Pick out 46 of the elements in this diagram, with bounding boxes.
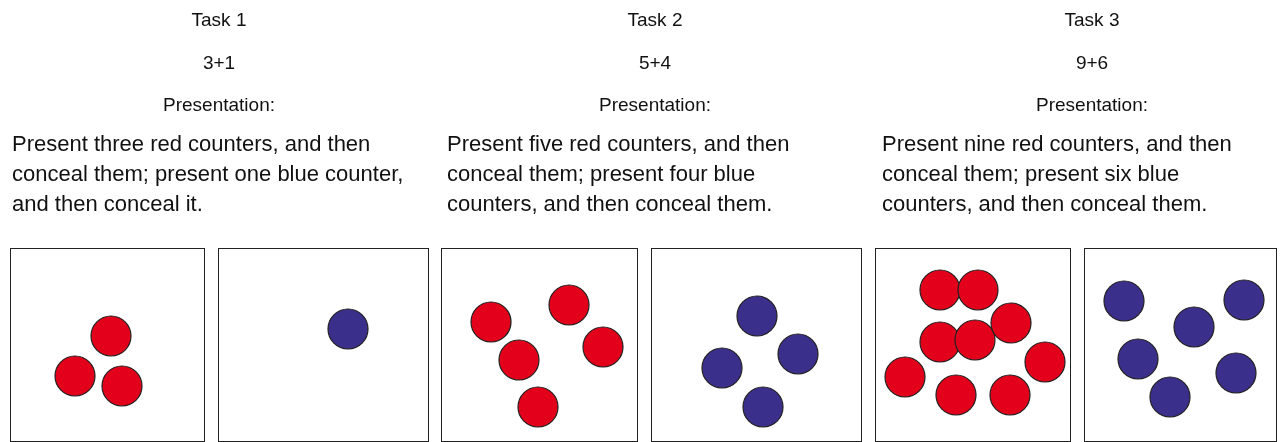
counter xyxy=(498,339,540,381)
counter-panel xyxy=(651,248,862,442)
counter xyxy=(884,356,926,398)
task-sum: 9+6 xyxy=(1075,51,1109,75)
task-description: Present three red counters, and then conceal them; present one blue counter, and then conceal it. xyxy=(12,130,405,218)
task-heading: Task 1 xyxy=(191,8,247,32)
counter xyxy=(548,284,590,326)
counter-panel xyxy=(218,248,429,442)
task-description: Present nine red counters, and then conceal them; present six blue counters, and then conceal them. xyxy=(882,130,1233,218)
counter-panel xyxy=(10,248,205,442)
counter xyxy=(470,301,512,343)
counter-panel xyxy=(1084,248,1277,442)
counter xyxy=(101,365,143,407)
counter-panel xyxy=(441,248,638,442)
counter xyxy=(90,315,132,357)
counter xyxy=(1024,341,1066,383)
presentation-heading: Presentation: xyxy=(1036,93,1148,117)
counter xyxy=(327,308,369,350)
counter xyxy=(1215,352,1257,394)
counter xyxy=(954,319,996,361)
counter xyxy=(582,326,624,368)
counter xyxy=(1117,338,1159,380)
counter xyxy=(935,374,977,416)
counter-panel xyxy=(875,248,1071,442)
counter xyxy=(1173,306,1215,348)
counter xyxy=(1103,280,1145,322)
counter xyxy=(919,321,961,363)
counter xyxy=(919,269,961,311)
counter xyxy=(989,374,1031,416)
task-description: Present five red counters, and then conceal them; present four blue counters, and then conceal them. xyxy=(447,130,791,218)
counter xyxy=(990,302,1032,344)
task-heading: Task 3 xyxy=(1064,8,1120,32)
counter xyxy=(54,355,96,397)
counter xyxy=(777,333,819,375)
presentation-heading: Presentation: xyxy=(163,93,275,117)
counter xyxy=(1223,279,1265,321)
counter xyxy=(701,347,743,389)
counter xyxy=(736,295,778,337)
counter xyxy=(1149,376,1191,418)
counter xyxy=(742,386,784,428)
task-sum: 5+4 xyxy=(638,51,672,75)
task-heading: Task 2 xyxy=(627,8,683,32)
presentation-heading: Presentation: xyxy=(599,93,711,117)
counter xyxy=(517,386,559,428)
task-sum: 3+1 xyxy=(202,51,236,75)
counter xyxy=(957,269,999,311)
